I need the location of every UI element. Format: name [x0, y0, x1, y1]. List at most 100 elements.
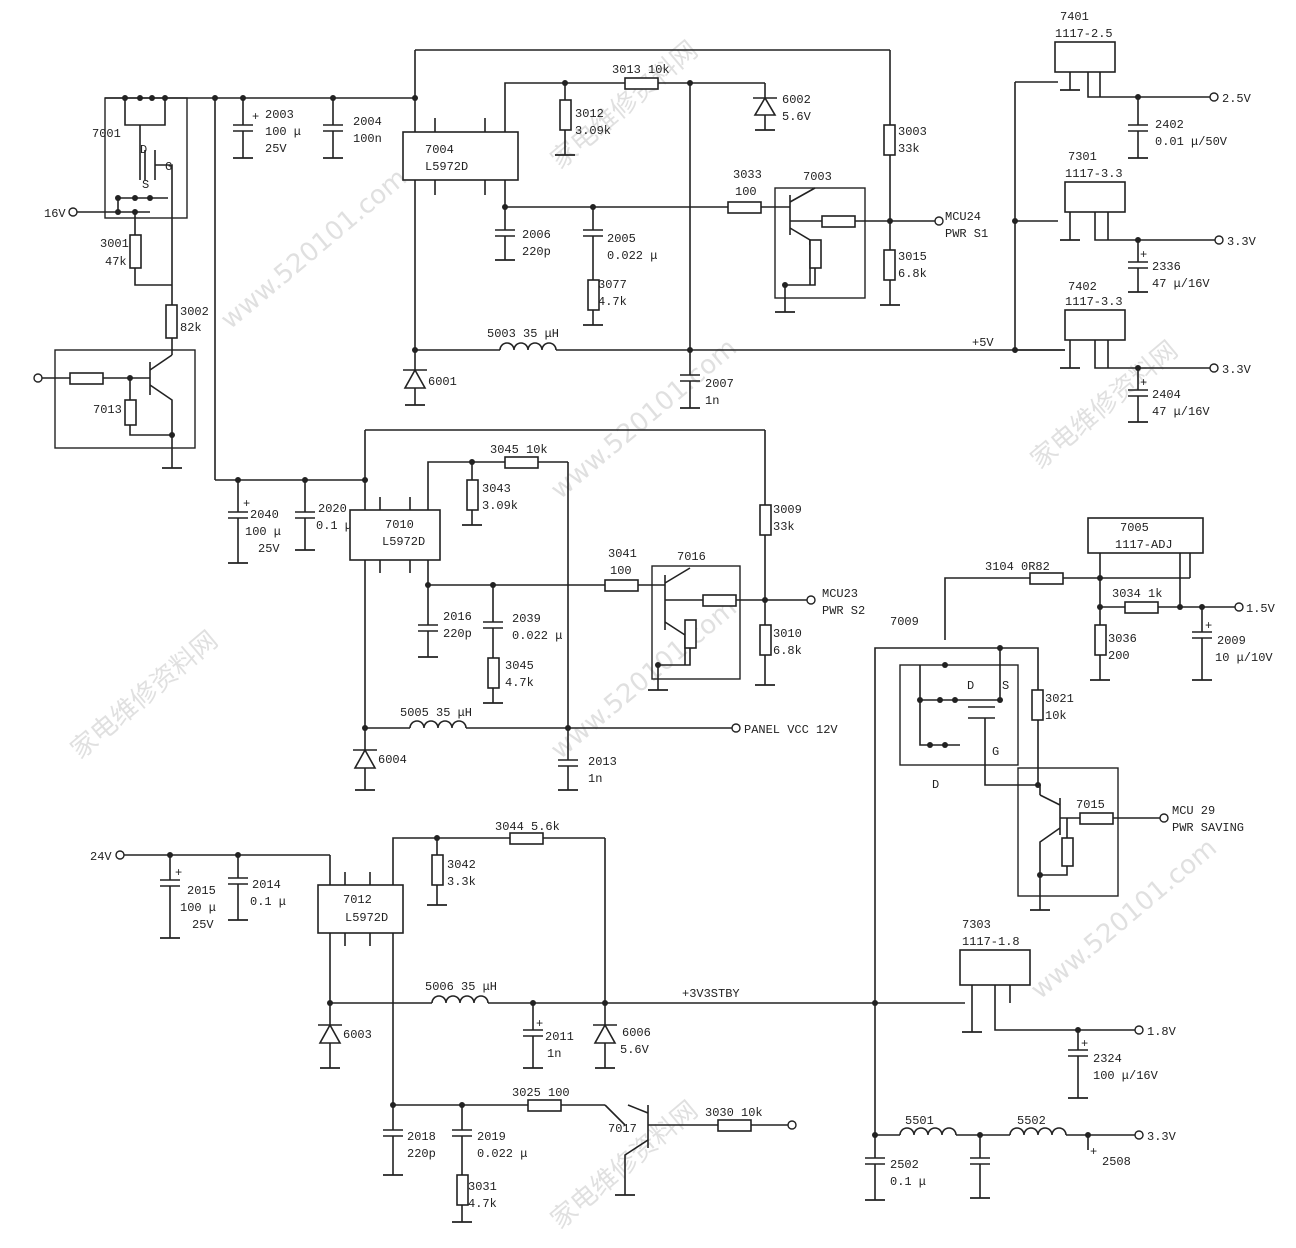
c2016-label: 2016 [443, 610, 472, 624]
c2402-label: 2402 [1155, 118, 1184, 132]
r3021-label: 3021 [1045, 692, 1074, 706]
c2020-label: 2020 [318, 502, 347, 516]
c2013-value: 1n [588, 772, 602, 786]
regulator-7005-section: 7005 1117-ADJ 3104 0R82 3034 1k 3036 200… [874, 517, 1276, 1003]
net-3v3a-label: 3.3V [1227, 235, 1257, 249]
u7005-value: 1117-ADJ [1115, 538, 1173, 552]
c2004-label: 2004 [353, 115, 382, 129]
c2015-value1: 100 μ [180, 901, 216, 915]
d6006-label: 6006 [622, 1026, 651, 1040]
c2502-label: 2502 [890, 1158, 919, 1172]
c2014-label: 2014 [252, 878, 281, 892]
d6003-label: 6003 [343, 1028, 372, 1042]
c2020-value: 0.1 μ [316, 519, 352, 533]
u7402-value: 1117-3.3 [1065, 295, 1123, 309]
c2040-value1: 100 μ [245, 525, 281, 539]
c2011-value: 1n [547, 1047, 561, 1061]
c2005-label: 2005 [607, 232, 636, 246]
r3043-value: 3.09k [482, 499, 518, 513]
r3033-value: 100 [735, 185, 757, 199]
watermark-url: www.520101.com [1025, 833, 1223, 1006]
d6001-label: 6001 [428, 375, 457, 389]
u7004-label: 7004 [425, 143, 454, 157]
u7402-label: 7402 [1068, 280, 1097, 294]
c2013-label: 2013 [588, 755, 617, 769]
d6004-label: 6004 [378, 753, 407, 767]
q7009-label: 7009 [890, 615, 919, 629]
r3042-value: 3.3k [447, 875, 476, 889]
c2019-value: 0.022 μ [477, 1147, 527, 1161]
c2009-label: 2009 [1217, 634, 1246, 648]
c2005-value: 0.022 μ [607, 249, 657, 263]
r3002-label: 3002 [180, 305, 209, 319]
r3031-label: 3031 [468, 1180, 497, 1194]
c2404-value: 47 μ/16V [1152, 405, 1210, 419]
r3036-label: 3036 [1108, 632, 1137, 646]
c2039-value: 0.022 μ [512, 629, 562, 643]
net-2v5-label: 2.5V [1222, 92, 1252, 106]
l5502-label: 5502 [1017, 1114, 1046, 1128]
l5006-label: 5006 35 μH [425, 980, 497, 994]
r3045b-label: 3045 [505, 659, 534, 673]
c2007-label: 2007 [705, 377, 734, 391]
r3045b-value: 4.7k [505, 676, 534, 690]
r3001-value: 47k [105, 255, 127, 269]
q7001-s-label: S [142, 178, 149, 192]
net-mcu23-label: MCU23 [822, 587, 858, 601]
c2040-value2: 25V [258, 542, 280, 556]
plus-sign: + [252, 110, 259, 124]
c2015-label: 2015 [187, 884, 216, 898]
c2402-value: 0.01 μ/50V [1155, 135, 1228, 149]
c2404-label: 2404 [1152, 388, 1181, 402]
r3041-value: 100 [610, 564, 632, 578]
plus-sign: + [1205, 619, 1212, 633]
linear-regulators-section: 7401 1117-2.5 2402 0.01 μ/50V 2.5V 7301 … [1012, 10, 1257, 423]
u7401-value: 1117-2.5 [1055, 27, 1113, 41]
c2040-label: 2040 [250, 508, 279, 522]
c2016-value: 220p [443, 627, 472, 641]
c2324-value: 100 μ/16V [1093, 1069, 1159, 1083]
r3002-value: 82k [180, 321, 202, 335]
r3044-label: 3044 5.6k [495, 820, 560, 834]
q7016-label: 7016 [677, 550, 706, 564]
r3003-value: 33k [898, 142, 920, 156]
r3015-label: 3015 [898, 250, 927, 264]
u7004-value: L5972D [425, 160, 468, 174]
u7401-label: 7401 [1060, 10, 1089, 24]
r3012-value: 3.09k [575, 124, 611, 138]
regulator-7004-section: + 2003 100 μ 25V 2004 100n 7004 L5972D 3… [212, 49, 1065, 480]
c2011-label: 2011 [545, 1030, 574, 1044]
u7005-label: 7005 [1120, 521, 1149, 535]
net-3v3c-label: 3.3V [1147, 1130, 1177, 1144]
l5501-label: 5501 [905, 1114, 934, 1128]
q7009-d2-label: D [932, 778, 939, 792]
c2508-label: 2508 [1102, 1155, 1131, 1169]
c2006-value: 220p [522, 245, 551, 259]
q7003-label: 7003 [803, 170, 832, 184]
q7009-g-label: G [992, 745, 999, 759]
r3003-label: 3003 [898, 125, 927, 139]
u7303-value: 1117-1.8 [962, 935, 1020, 949]
d6002-value: 5.6V [782, 110, 812, 124]
u7010-label: 7010 [385, 518, 414, 532]
l5003-label: 5003 35 μH [487, 327, 559, 341]
c2336-value: 47 μ/16V [1152, 277, 1210, 291]
r3041-label: 3041 [608, 547, 637, 561]
c2019-label: 2019 [477, 1130, 506, 1144]
u7303-label: 7303 [962, 918, 991, 932]
watermark-cn: 家电维修资料网 [65, 625, 224, 765]
net-1v5-label: 1.5V [1246, 602, 1276, 616]
l5005-label: 5005 35 μH [400, 706, 472, 720]
regulator-7303-section: 7303 1117-1.8 + 2324 100 μ/16V 1.8V 5501… [865, 918, 1177, 1201]
watermark-url: www.520101.com [215, 163, 413, 336]
r3025-label: 3025 100 [512, 1086, 570, 1100]
net-24v-label: 24V [90, 850, 112, 864]
c2336-label: 2336 [1152, 260, 1181, 274]
r3036-value: 200 [1108, 649, 1130, 663]
regulator-7012-section: 24V + 2015 100 μ 25V 2014 0.1 μ 7012 L59… [90, 820, 878, 1223]
q7001-g-label: G [165, 160, 172, 174]
r3012-label: 3012 [575, 107, 604, 121]
c2039-label: 2039 [512, 612, 541, 626]
r3031-value: 4.7k [468, 1197, 497, 1211]
